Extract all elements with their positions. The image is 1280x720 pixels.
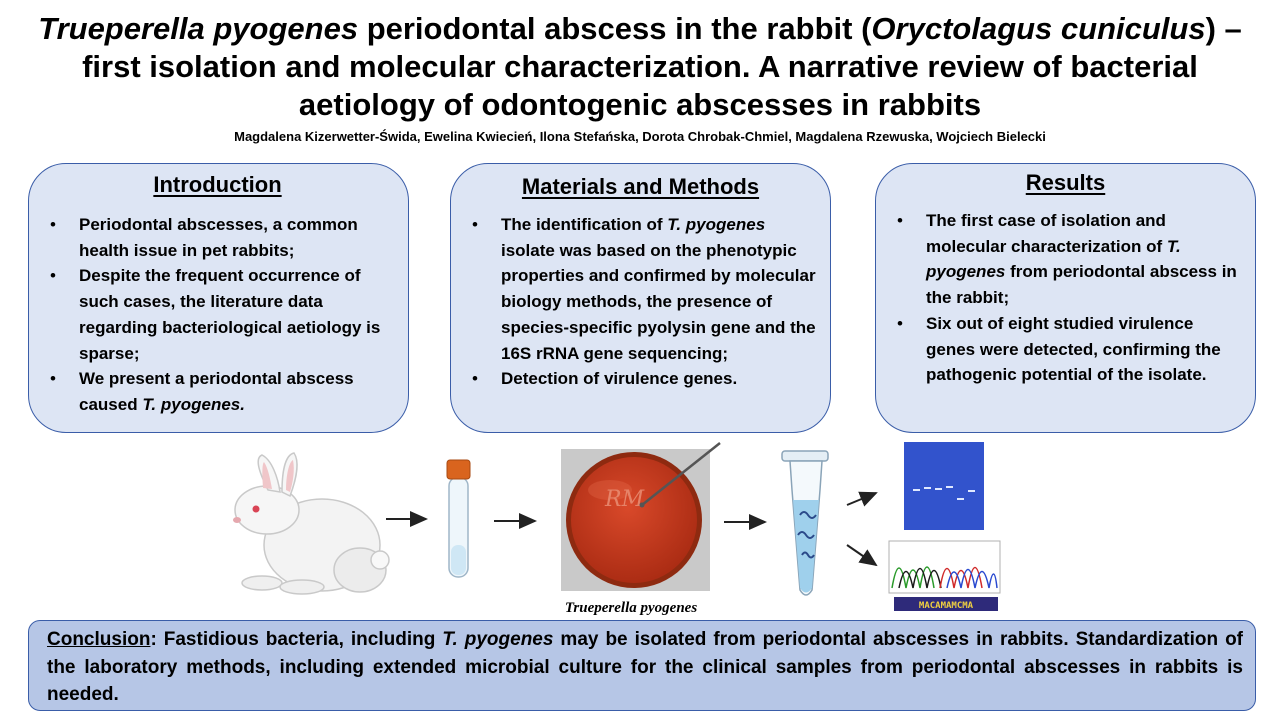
list-item: The first case of isolation and molecula…	[888, 208, 1243, 311]
title-species: Trueperella pyogenes	[38, 11, 359, 46]
gel-electrophoresis-photo	[904, 442, 984, 530]
list-item: Periodontal abscesses, a common health i…	[41, 212, 394, 263]
list-item: The identification of T. pyogenes isolat…	[463, 212, 818, 366]
conclusion-panel: Conclusion: Fastidious bacteria, includi…	[28, 620, 1256, 711]
arrow-icon	[846, 544, 878, 567]
results-list: The first case of isolation and molecula…	[888, 208, 1243, 388]
introduction-heading: Introduction	[153, 172, 282, 197]
workflow-figure: RM Trueperella pyogenes MACAMAMCMA	[233, 442, 1001, 616]
plate-label: RM	[604, 487, 645, 512]
arrow-icon	[846, 491, 878, 507]
list-item: Six out of eight studied virulence genes…	[888, 311, 1243, 388]
list-item: We present a periodontal abscess caused …	[41, 366, 394, 417]
rabbit-illustration	[233, 452, 390, 595]
methods-panel: Materials and Methods The identification…	[450, 163, 831, 433]
title-text-a: periodontal abscess in the rabbit (	[358, 11, 872, 46]
figure-caption: Trueperella pyogenes	[565, 600, 697, 616]
sample-tube-illustration	[446, 459, 471, 578]
introduction-list: Periodontal abscesses, a common health i…	[41, 212, 394, 418]
list-item: Detection of virulence genes.	[463, 366, 818, 392]
title-host-species: Oryctolagus cuniculus	[871, 11, 1206, 46]
title-text-b: ) – first isolation and molecular charac…	[82, 11, 1242, 122]
results-panel: Results The first case of isolation and …	[875, 163, 1256, 433]
author-list: Magdalena Kizerwetter-Świda, Ewelina Kwi…	[234, 129, 1046, 144]
conclusion-label: Conclusion	[47, 629, 151, 650]
sequence-readout: MACAMAMCMA	[919, 601, 974, 611]
pcr-tube-illustration	[781, 450, 829, 596]
results-heading: Results	[1025, 170, 1106, 195]
methods-heading: Materials and Methods	[521, 174, 760, 199]
culture-plate-photo: RM	[561, 442, 721, 591]
introduction-panel: Introduction Periodontal abscesses, a co…	[28, 163, 409, 433]
methods-list: The identification of T. pyogenes isolat…	[463, 212, 818, 392]
list-item: Despite the frequent occurrence of such …	[41, 263, 394, 366]
poster-title: Trueperella pyogenes periodontal abscess…	[20, 10, 1260, 124]
sequencing-chromatogram: MACAMAMCMA	[888, 540, 1001, 611]
